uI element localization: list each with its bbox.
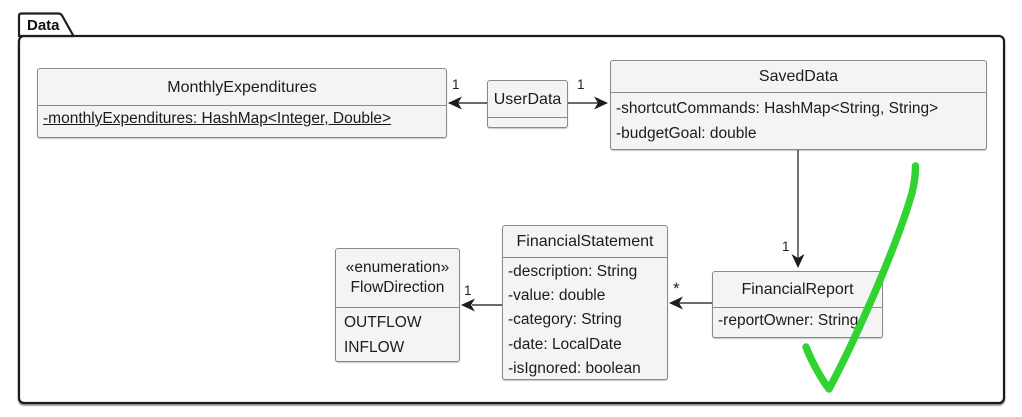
attribute: -monthlyExpenditures: HashMap<Integer, D… bbox=[43, 110, 392, 127]
attribute: -category: String bbox=[508, 311, 622, 329]
package-label: Data bbox=[27, 17, 60, 34]
multiplicity-label: 1 bbox=[452, 77, 460, 92]
literals-compartment: OUTFLOW INFLOW bbox=[336, 307, 459, 361]
arrowhead-left-icon bbox=[448, 96, 462, 110]
multiplicity-label: * bbox=[673, 279, 680, 298]
class-financialreport[interactable]: FinancialReport -reportOwner: String bbox=[712, 271, 883, 338]
arrowhead-left-icon bbox=[461, 298, 475, 312]
class-name: FinancialStatement bbox=[516, 233, 654, 250]
enum-header: «enumeration» FlowDirection bbox=[336, 249, 459, 307]
arrowhead-right-icon bbox=[594, 96, 608, 110]
package-tab[interactable] bbox=[17, 12, 75, 38]
attribute: -isIgnored: boolean bbox=[508, 359, 641, 377]
multiplicity-label: 1 bbox=[464, 283, 472, 298]
attributes-compartment: -monthlyExpenditures: HashMap<Integer, D… bbox=[38, 105, 446, 137]
class-userdata[interactable]: UserData bbox=[487, 80, 568, 128]
attribute: -budgetGoal: double bbox=[616, 125, 757, 142]
multiplicity-label: 1 bbox=[782, 239, 790, 254]
attributes-compartment: -shortcutCommands: HashMap<String, Strin… bbox=[611, 92, 986, 149]
arrowhead-down-icon bbox=[791, 254, 805, 268]
enum-literal: INFLOW bbox=[344, 338, 405, 356]
class-name: MonthlyExpenditures bbox=[167, 78, 317, 96]
attributes-compartment: -reportOwner: String bbox=[713, 307, 882, 337]
arrowhead-left-icon bbox=[669, 296, 683, 310]
enum-literal: OUTFLOW bbox=[344, 314, 422, 331]
attribute: -value: double bbox=[508, 287, 606, 305]
class-name: FinancialReport bbox=[741, 281, 854, 298]
class-financialstatement[interactable]: FinancialStatement -description: String … bbox=[502, 225, 668, 380]
attributes-compartment bbox=[488, 117, 567, 127]
class-name: FlowDirection bbox=[350, 279, 445, 296]
enum-stereotype: «enumeration» bbox=[345, 259, 450, 276]
class-name: SavedData bbox=[758, 68, 839, 85]
attribute: -shortcutCommands: HashMap<String, Strin… bbox=[616, 100, 939, 117]
class-monthlyexpenditures[interactable]: MonthlyExpenditures -monthlyExpenditures… bbox=[37, 68, 447, 138]
attribute: -description: String bbox=[508, 263, 638, 280]
attributes-compartment: -description: String -value: double -cat… bbox=[503, 257, 667, 379]
multiplicity-label: 1 bbox=[577, 77, 585, 92]
attribute: -date: LocalDate bbox=[508, 335, 622, 353]
class-saveddata[interactable]: SavedData -shortcutCommands: HashMap<Str… bbox=[610, 60, 987, 150]
enum-flowdirection[interactable]: «enumeration» FlowDirection OUTFLOW INFL… bbox=[335, 248, 460, 362]
class-name: UserData bbox=[493, 90, 562, 108]
attribute: -reportOwner: String bbox=[718, 312, 859, 329]
